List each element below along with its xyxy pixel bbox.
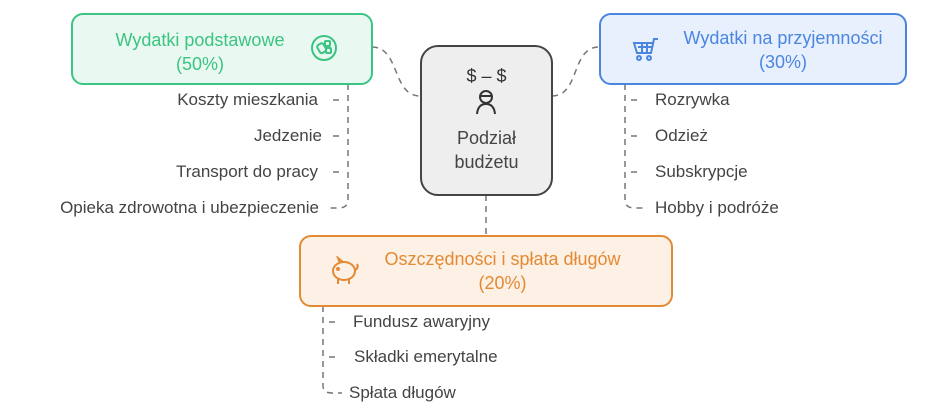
- wants-percent: (30%): [758, 52, 807, 72]
- list-item: Koszty mieszkania: [177, 90, 318, 109]
- savings-percent: (20%): [478, 273, 527, 293]
- list-item: Subskrypcje: [655, 162, 748, 181]
- list-item: Składki emerytalne: [354, 347, 498, 366]
- list-item: Transport do pracy: [175, 162, 318, 181]
- essentials-branch: [330, 84, 349, 209]
- essentials-percent: (50%): [175, 54, 224, 74]
- food-icon: [311, 35, 337, 61]
- list-item: Jedzenie: [253, 126, 322, 145]
- wants-branch: [624, 84, 643, 209]
- connector-essentials: [371, 46, 421, 97]
- wants-title: Wydatki na przyjemności: [683, 28, 883, 48]
- list-item: Hobby i podróże: [655, 198, 779, 217]
- center-title-line1: Podział: [456, 128, 517, 148]
- essentials-title: Wydatki podstawowe: [115, 30, 285, 50]
- savings-box[interactable]: [299, 235, 673, 307]
- piggy-bank-icon: [332, 256, 359, 284]
- list-item: Spłata długów: [349, 383, 456, 402]
- center-box[interactable]: [420, 45, 553, 196]
- center-title-line2: budżetu: [454, 152, 519, 172]
- savings-title: Oszczędności i spłata długów: [384, 249, 621, 269]
- list-item: Odzież: [655, 126, 708, 145]
- person-icon: [476, 90, 496, 115]
- list-item: Rozrywka: [655, 90, 730, 109]
- savings-branch: [322, 306, 342, 394]
- wants-box[interactable]: [599, 13, 907, 85]
- list-item: Fundusz awaryjny: [353, 312, 491, 331]
- list-item: Opieka zdrowotna i ubezpieczenie: [60, 198, 319, 217]
- connector-wants: [551, 46, 600, 97]
- essentials-box[interactable]: [71, 13, 373, 85]
- shopping-cart-icon: [632, 38, 658, 61]
- dollar-icon: $ – $: [466, 66, 507, 86]
